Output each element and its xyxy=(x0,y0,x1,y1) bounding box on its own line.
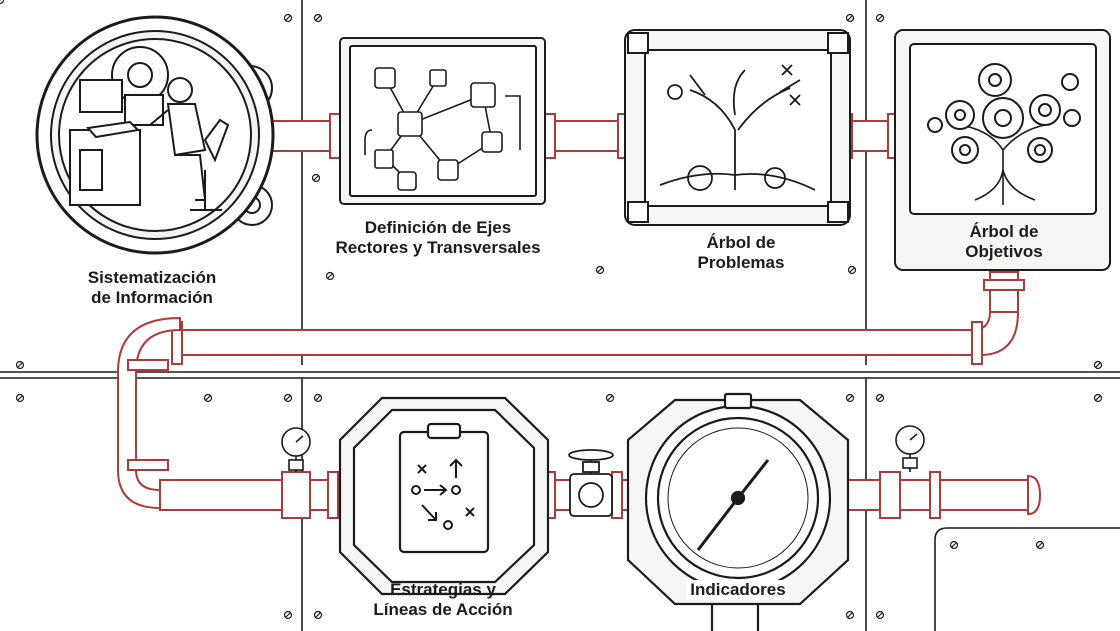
gear-operator-icon xyxy=(35,15,275,255)
stage-label-sistematizacion: Sistematización de Información xyxy=(87,268,217,307)
stage-label-problemas: Árbol de Problemas xyxy=(697,233,785,272)
small-gauge-icon xyxy=(895,425,925,472)
small-gauge-icon xyxy=(281,427,311,472)
stage-label-estrategias: Estrategias y Líneas de Acción xyxy=(373,580,513,619)
pressure-gauge-icon xyxy=(626,392,850,631)
clipboard-strategy-icon xyxy=(338,396,550,596)
stage-label-indicadores: Indicadores xyxy=(686,580,790,600)
stage-label-ejes: Definición de Ejes Rectores y Transversa… xyxy=(335,218,541,257)
stage-label-objetivos: Árbol de Objetivos xyxy=(965,222,1043,261)
network-diagram-icon xyxy=(339,37,546,205)
gear-tree-icon xyxy=(894,29,1111,271)
valve-icon xyxy=(568,449,614,517)
dead-tree-icon xyxy=(624,29,851,226)
